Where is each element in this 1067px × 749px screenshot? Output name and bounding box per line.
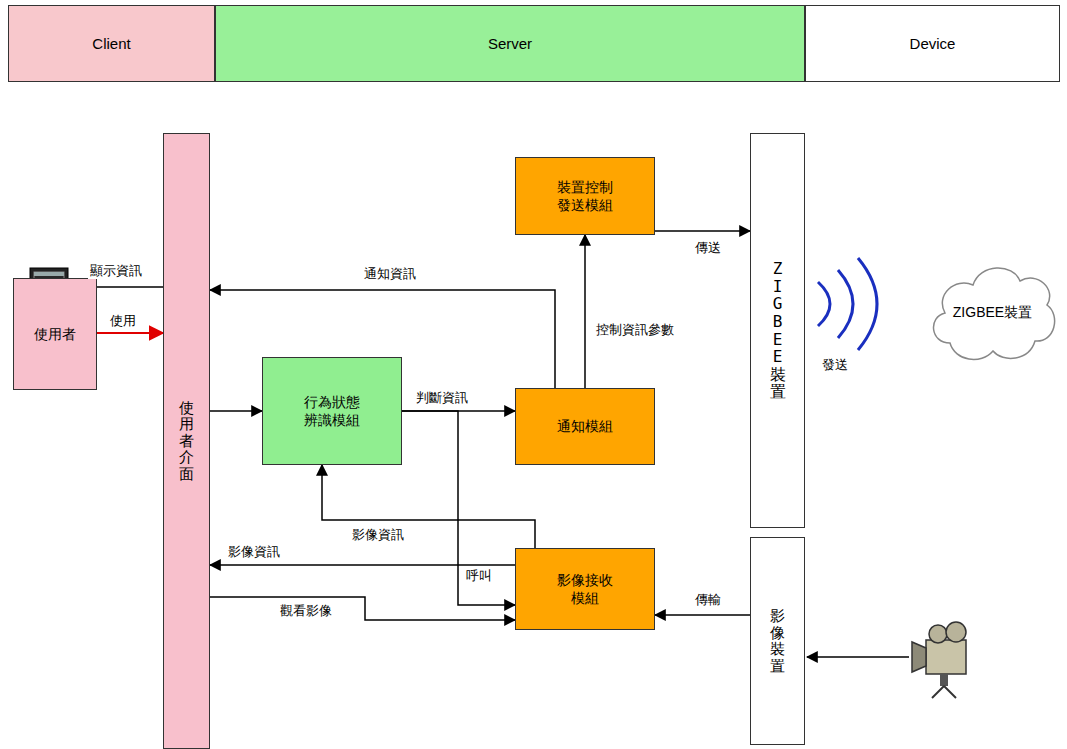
module-box: 通知模組: [515, 388, 655, 465]
module-box: 裝置控制 發送模組: [515, 157, 655, 235]
flow-arrow: [210, 564, 515, 566]
edge-label: 影像資訊: [350, 527, 406, 543]
camera-icon: [912, 622, 966, 698]
flow-arrow: [655, 614, 750, 616]
flow-arrow: [402, 411, 515, 605]
flow-arrow: [210, 597, 515, 620]
node-label: Server: [488, 34, 532, 54]
camera-arrow: [807, 656, 909, 658]
vertical-label: 影像裝置: [770, 608, 785, 674]
vertical-label: ZIGBEE裝置: [770, 260, 786, 401]
edge-label: 判斷資訊: [414, 390, 470, 406]
ui-bar: 使用者介面: [163, 133, 210, 749]
node-label: Client: [92, 34, 130, 54]
node-label: 裝置控制 發送模組: [550, 178, 620, 214]
device-bar: 影像裝置: [750, 537, 805, 745]
vertical-label: 使用者介面: [179, 400, 194, 483]
edge-label: 使用: [108, 313, 138, 329]
edge-label: 影像資訊: [226, 544, 282, 560]
flow-arrow: [655, 230, 750, 232]
node-label: 使用者: [34, 325, 76, 343]
edge-label: 通知資訊: [362, 266, 418, 282]
module-box: 行為狀態 辨識模組: [262, 357, 402, 465]
edge-label: 控制資訊參數: [594, 322, 676, 338]
flow-arrow: [584, 235, 586, 388]
radio-waves: [818, 258, 877, 350]
client-band: Client: [8, 5, 215, 82]
cloud-shape: ZIGBEE裝置: [925, 255, 1060, 370]
node-label: 影像接收 模組: [550, 571, 620, 607]
server-band: Server: [215, 5, 805, 82]
edge-label: 呼叫: [464, 568, 494, 584]
node-label: 行為狀態 辨識模組: [297, 393, 367, 429]
free-label: 顯示資訊: [88, 263, 144, 279]
edge-label: 觀看影像: [278, 603, 334, 619]
module-box: 影像接收 模組: [515, 548, 655, 630]
device-band: Device: [805, 5, 1060, 82]
edge-label: 傳送: [693, 240, 723, 256]
free-label: 發送: [820, 357, 850, 373]
node-label: 通知模組: [550, 417, 620, 435]
node-label: ZIGBEE裝置: [953, 303, 1032, 321]
flow-arrow: [210, 410, 262, 412]
flow-arrow: [97, 332, 163, 334]
zigbee-bar: ZIGBEE裝置: [750, 133, 805, 528]
flow-arrow: [322, 465, 535, 548]
edge-label: 傳輸: [693, 592, 723, 608]
actor-box: 使用者: [13, 278, 97, 390]
node-label: Device: [910, 34, 956, 54]
